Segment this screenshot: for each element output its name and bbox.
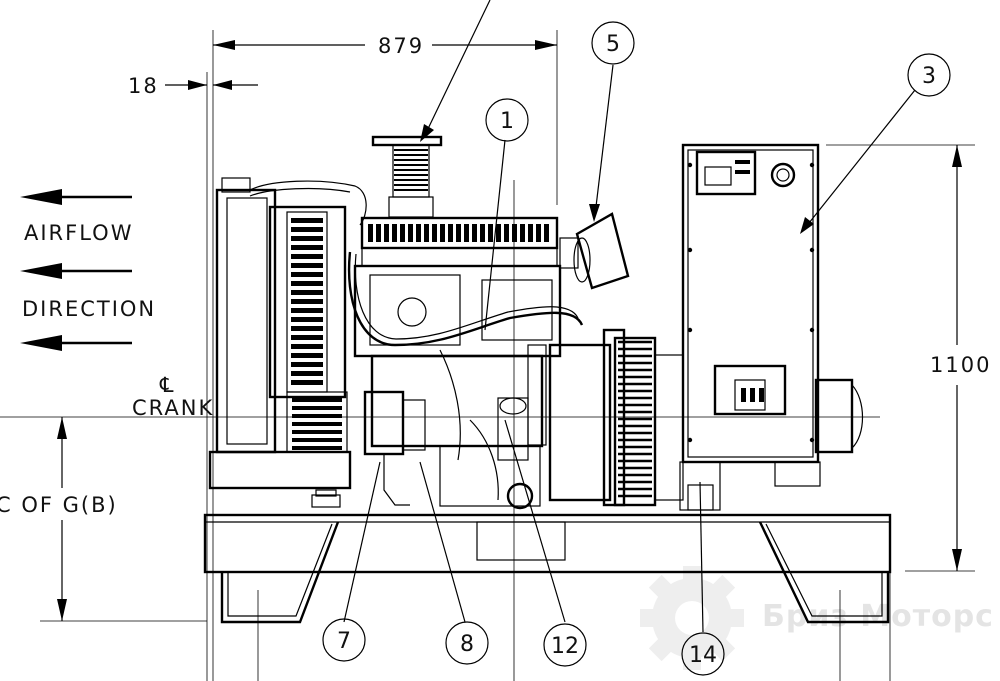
svg-text:8: 8 <box>460 632 474 657</box>
callout-7: 7 <box>322 618 366 662</box>
svg-text:7: 7 <box>337 629 351 654</box>
engine-block <box>347 216 584 510</box>
dimension-width-label: 879 <box>378 34 424 58</box>
alternator <box>548 328 863 511</box>
dimension-height: 1100 <box>930 145 991 571</box>
direction-label: DIRECTION <box>22 297 156 321</box>
callouts: 1 3 5 7 8 12 14 <box>322 21 951 676</box>
base-fitting <box>311 489 341 508</box>
dimension-height-label: 1100 <box>930 353 991 377</box>
airflow-arrows: AIRFLOW DIRECTION ℄ CRANK <box>20 189 214 420</box>
cog-label: C OF G(B) <box>0 493 118 517</box>
radiator <box>208 177 367 490</box>
svg-text:14: 14 <box>689 643 717 668</box>
svg-text:12: 12 <box>551 634 579 659</box>
dimension-offset-label: 18 <box>128 74 159 98</box>
callout-5: 5 <box>591 21 635 65</box>
dimension-cog: C OF G(B) <box>0 417 118 621</box>
crank-symbol: ℄ <box>159 373 175 397</box>
fan-guard <box>268 205 348 453</box>
starter-motor <box>559 212 630 290</box>
callout-12: 12 <box>543 623 587 667</box>
control-panel <box>681 143 820 464</box>
leader-lines <box>343 0 916 633</box>
svg-text:5: 5 <box>606 32 620 57</box>
callout-14: 14 <box>681 632 725 676</box>
fuel-filter <box>363 390 426 506</box>
gear-icon <box>640 566 744 670</box>
callout-3: 3 <box>907 53 951 97</box>
watermark: Бриз Моторс <box>640 566 993 670</box>
svg-text:3: 3 <box>922 64 936 89</box>
air-filter <box>371 135 443 218</box>
callout-8: 8 <box>445 621 489 665</box>
callout-1: 1 <box>485 98 529 142</box>
crank-label: CRANK <box>132 396 214 420</box>
reference-lines <box>0 30 975 681</box>
dimension-offset: 18 <box>128 74 258 98</box>
airflow-label: AIRFLOW <box>24 221 133 245</box>
base-frame <box>203 513 892 624</box>
svg-text:1: 1 <box>500 109 514 134</box>
dimension-width: 879 <box>213 34 557 58</box>
